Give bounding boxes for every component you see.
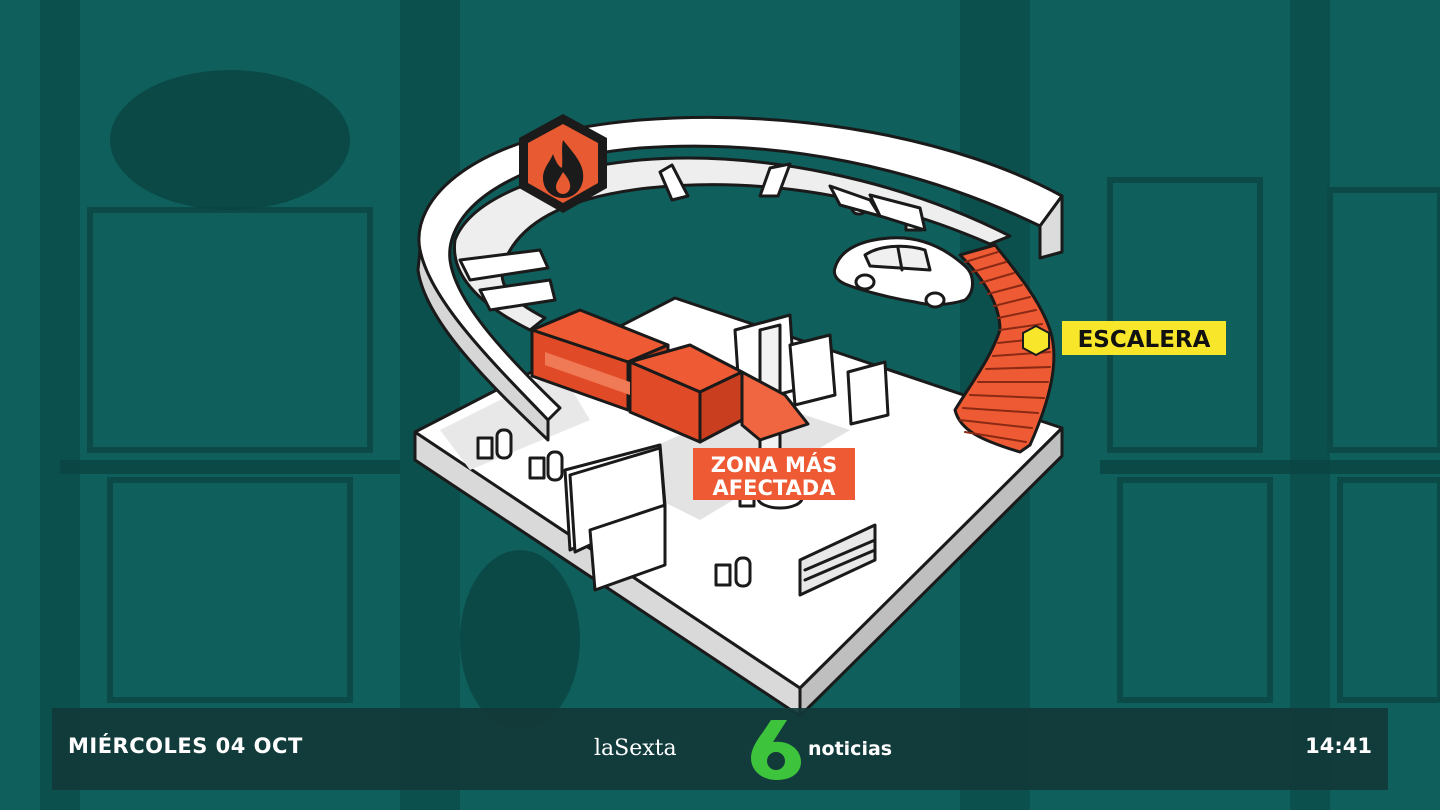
- channel-brand: laSexta noticias: [592, 718, 912, 780]
- affected-zone-label: ZONA MÁS AFECTADA: [693, 448, 855, 500]
- six-logo-icon: [751, 720, 801, 780]
- stairs-label: ESCALERA: [1022, 321, 1226, 357]
- news-ticker-bar: MIÉRCOLES 04 OCT laSexta noticias 14:41: [52, 708, 1388, 790]
- ticker-date: MIÉRCOLES 04 OCT: [68, 734, 303, 758]
- brand-suffix: noticias: [808, 738, 893, 760]
- stairs-label-text: ESCALERA: [1078, 327, 1211, 353]
- fire-icon: [543, 140, 584, 198]
- affected-zone-label-line1: ZONA MÁS: [711, 452, 838, 477]
- car-icon: [832, 236, 974, 309]
- ticker-time: 14:41: [1305, 734, 1372, 758]
- upper-gallery: [416, 115, 1064, 442]
- affected-zone: [530, 308, 810, 444]
- staircase: [953, 243, 1056, 454]
- fire-badge: [519, 114, 607, 213]
- brand-name: laSexta: [594, 736, 677, 761]
- affected-zone-label-line2: AFECTADA: [713, 476, 837, 500]
